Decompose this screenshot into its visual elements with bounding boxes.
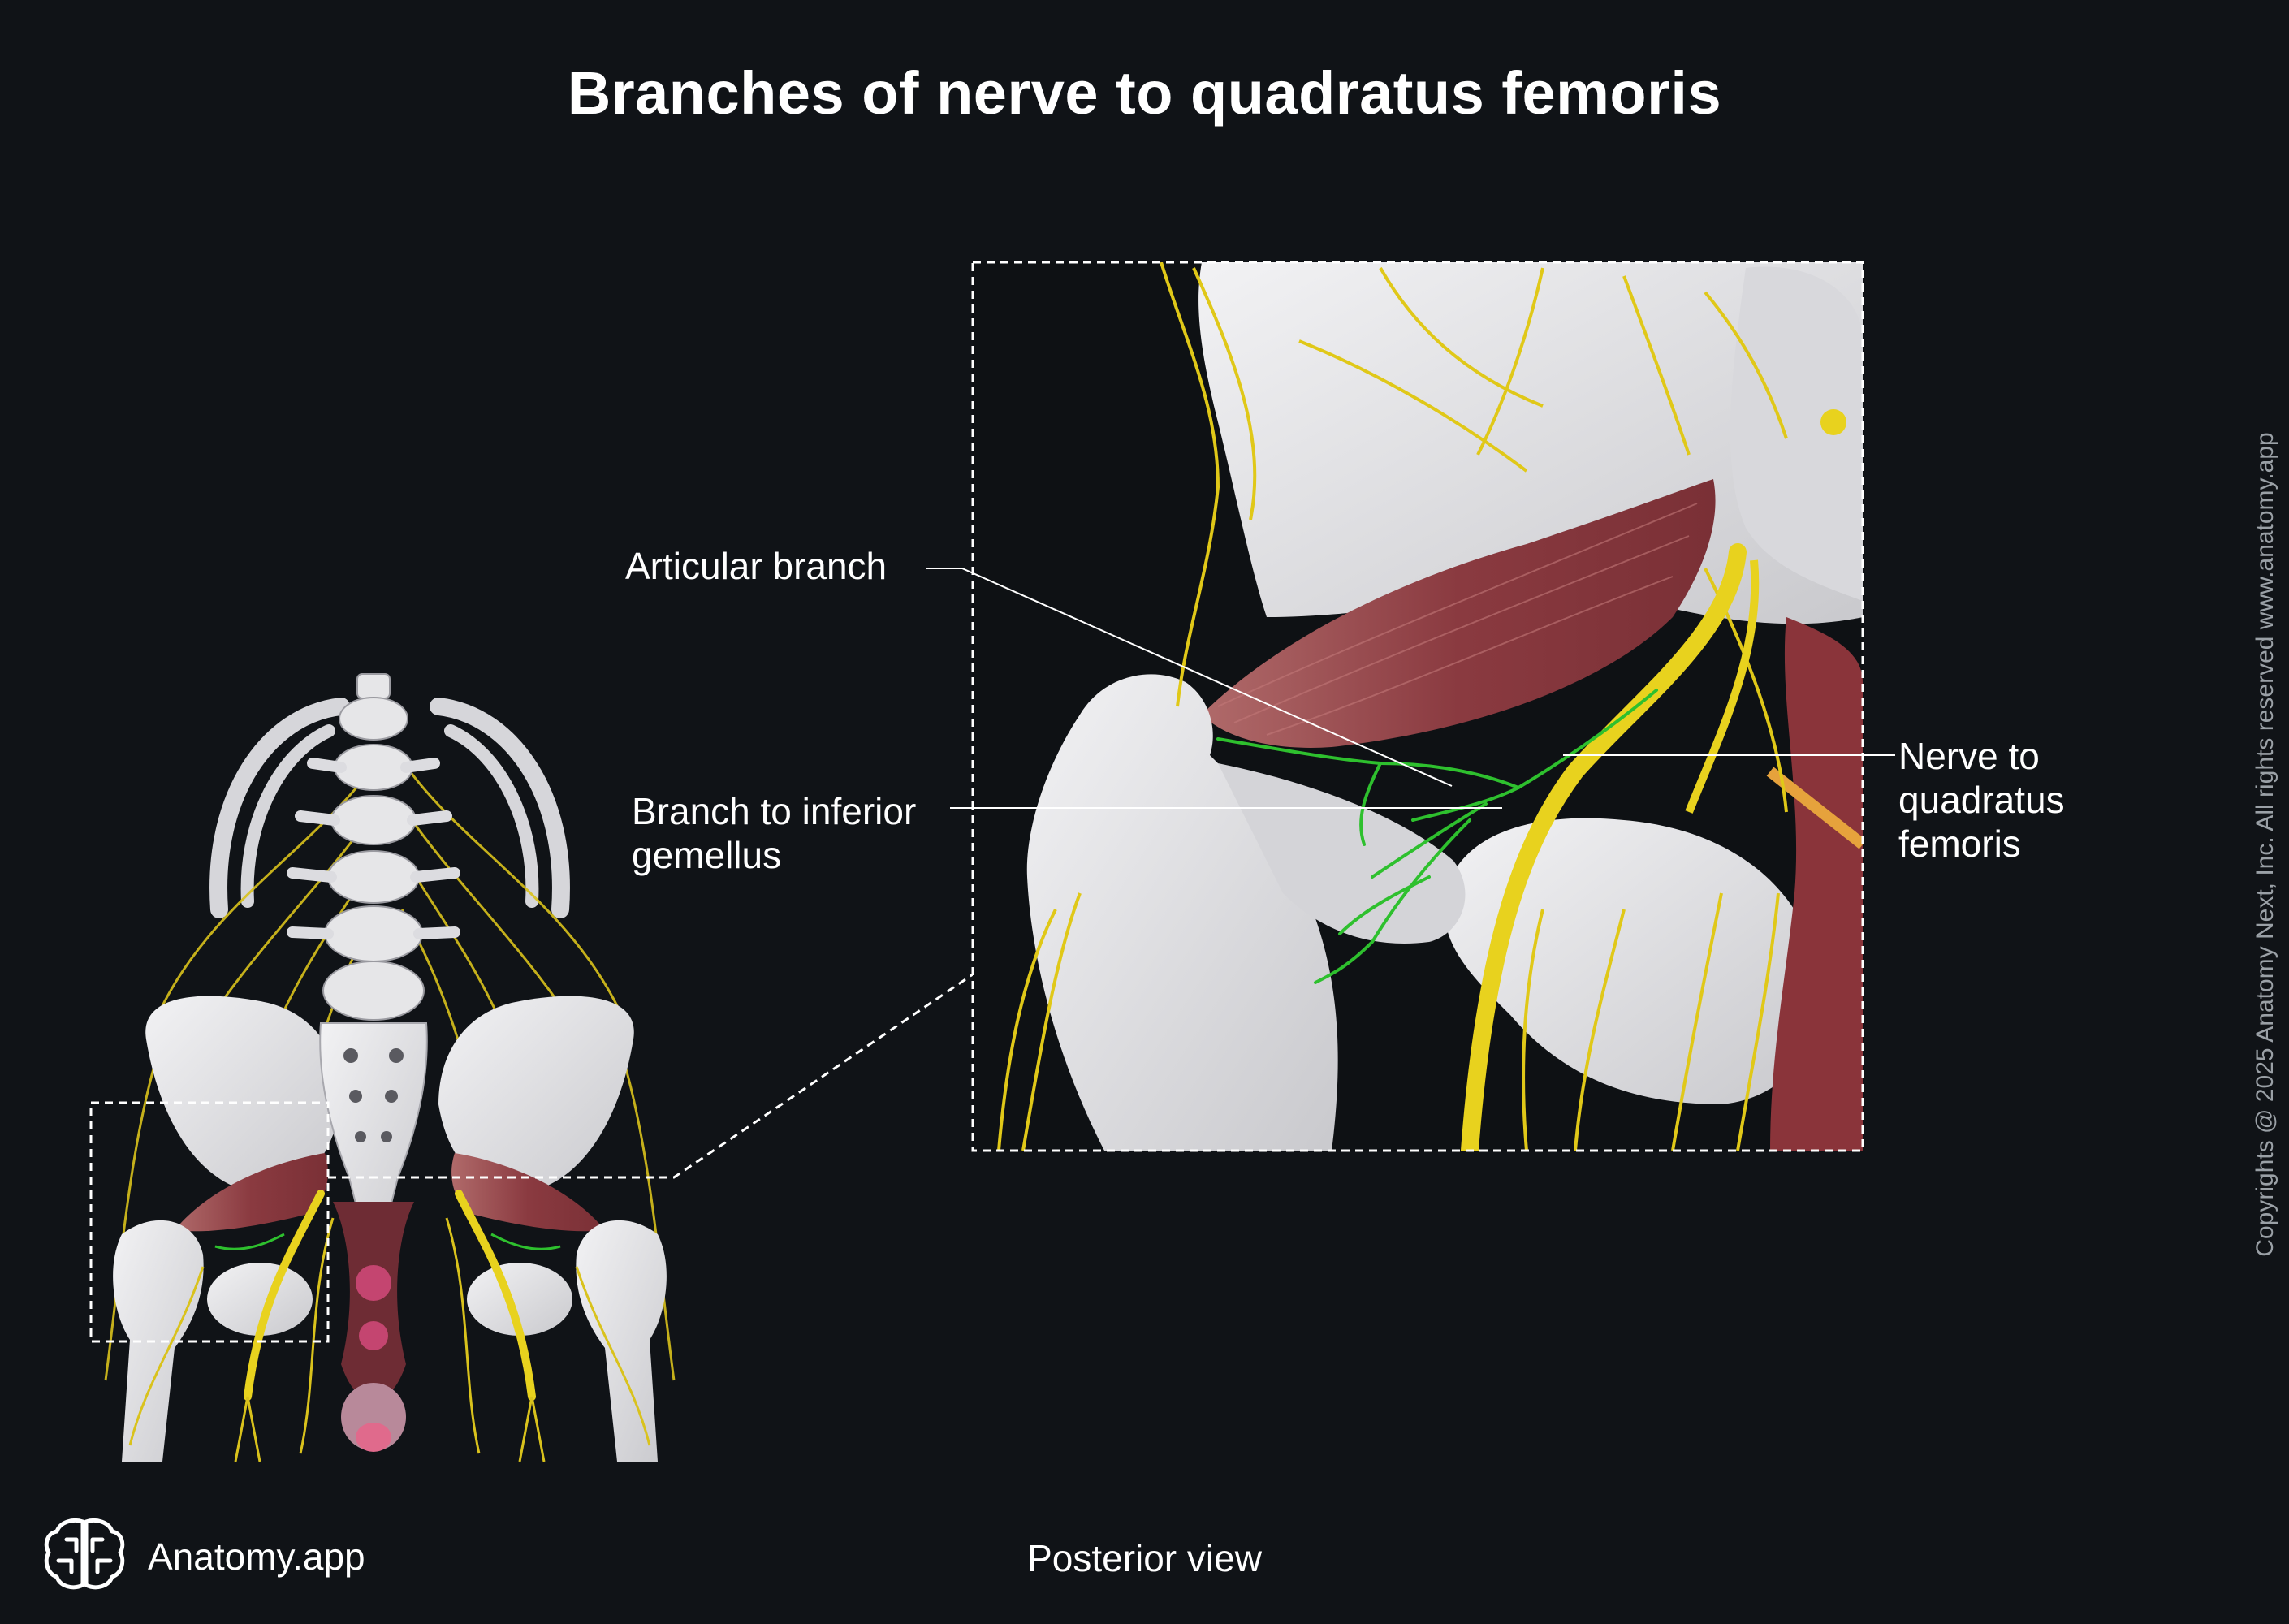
piriformis-left <box>175 1153 328 1232</box>
zoom-connector-line <box>328 973 974 1179</box>
zoom-yellow-nerves <box>997 262 1788 1151</box>
muscle-belly <box>1202 479 1716 748</box>
iliac-wing-right <box>438 996 634 1194</box>
label-line: Nerve to <box>1898 735 2040 777</box>
sacral-part <box>1730 266 1863 601</box>
pelvic-organs <box>333 1202 414 1452</box>
view-caption: Posterior view <box>1027 1537 1262 1579</box>
label-branch-to-inferior-gemellus: Branch to inferior gemellus <box>632 789 916 877</box>
label-line: femoris <box>1898 823 2021 865</box>
lumbar-vertebrae <box>322 673 425 1021</box>
piriformis-right <box>451 1153 605 1232</box>
leader-articular-branch <box>926 568 1453 787</box>
overview-selection-box <box>89 1101 330 1343</box>
ischial-tuberosity <box>1444 818 1819 1104</box>
nerve-to-quadratus-femoris <box>1216 689 1658 984</box>
overview-green-branches <box>214 1233 561 1250</box>
brain-logo-icon <box>44 1518 125 1590</box>
page-title: Branches of nerve to quadratus femoris <box>567 59 1722 127</box>
label-line: gemellus <box>632 834 782 876</box>
greater-trochanter <box>1026 674 1338 1151</box>
brand-name: Anatomy.app <box>148 1535 365 1578</box>
sciatic-nerve <box>1461 543 1747 1151</box>
copyright-notice: Copyrights @ 2025 Anatomy Next, Inc. All… <box>2252 432 2278 1257</box>
label-nerve-to-quadratus-femoris: Nerve to quadratus femoris <box>1898 734 2065 866</box>
zoom-frame <box>971 261 1864 1152</box>
label-line: Branch to inferior <box>632 790 917 832</box>
adjacent-muscle <box>1770 617 1863 1151</box>
pelvis-overview <box>104 673 676 1462</box>
ribs <box>209 698 570 918</box>
iliac-wing-left <box>145 996 341 1194</box>
label-line: quadratus <box>1898 779 2065 821</box>
sciatic-nerves <box>244 1190 536 1401</box>
femurs <box>113 1220 667 1462</box>
lower-limb-nerves <box>128 1217 651 1462</box>
leader-lines <box>926 568 1895 809</box>
label-articular-branch: Articular branch <box>625 545 888 587</box>
transverse-processes <box>287 758 460 939</box>
zoomed-inset <box>973 262 1863 1151</box>
